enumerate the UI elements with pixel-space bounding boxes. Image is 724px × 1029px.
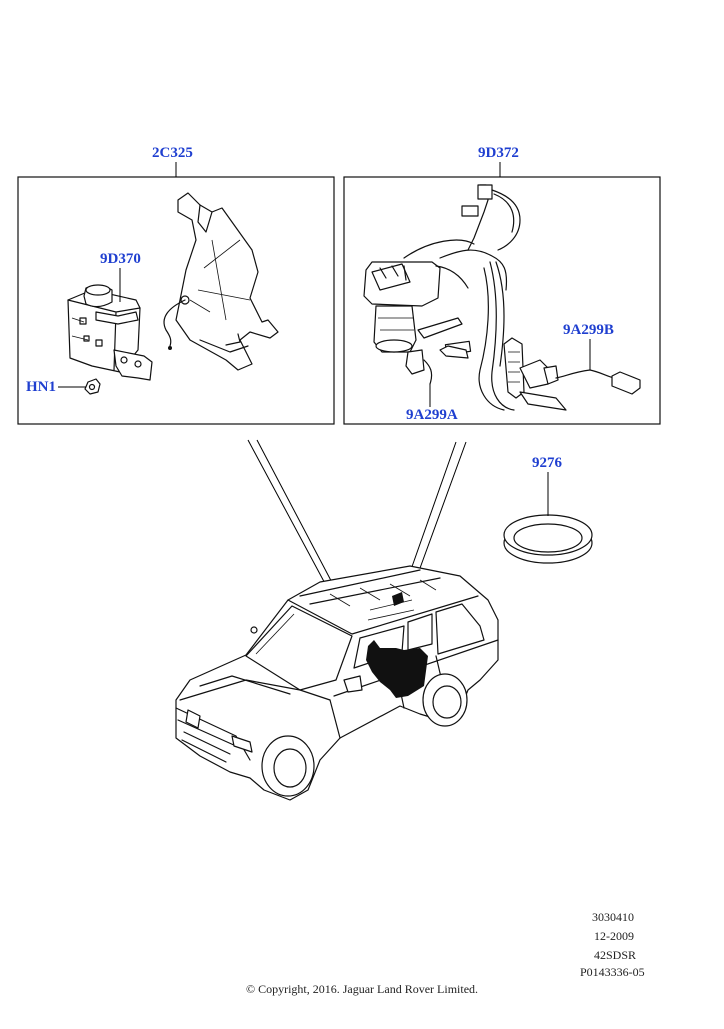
fuel-level-sender-b [589,369,641,395]
callout-9d372: 9D372 [478,145,519,161]
mounting-bracket [163,192,279,371]
copyright: © Copyright, 2016. Jaguar Land Rover Lim… [245,982,479,996]
ref-code: 3030410 [592,910,634,924]
callout-hn1: HN1 [26,379,56,395]
fuel-level-sender-a [405,345,469,385]
fuel-pump-location [366,640,428,698]
ref-model: 42SDSR [594,948,637,962]
callout-9a299b: 9A299B [563,322,614,338]
ref-date: 12-2009 [594,929,634,943]
flange-nut [84,378,101,395]
control-module [67,284,153,381]
vehicle-locator [175,565,499,801]
ref-illustration: P0143336-05 [580,965,645,979]
callout-9276: 9276 [532,455,562,471]
lock-ring [503,514,593,564]
callout-9a299a: 9A299A [406,407,458,423]
fuel-pump-assembly [363,184,591,411]
callout-9d370: 9D370 [100,251,141,267]
callout-2c325: 2C325 [152,145,193,161]
